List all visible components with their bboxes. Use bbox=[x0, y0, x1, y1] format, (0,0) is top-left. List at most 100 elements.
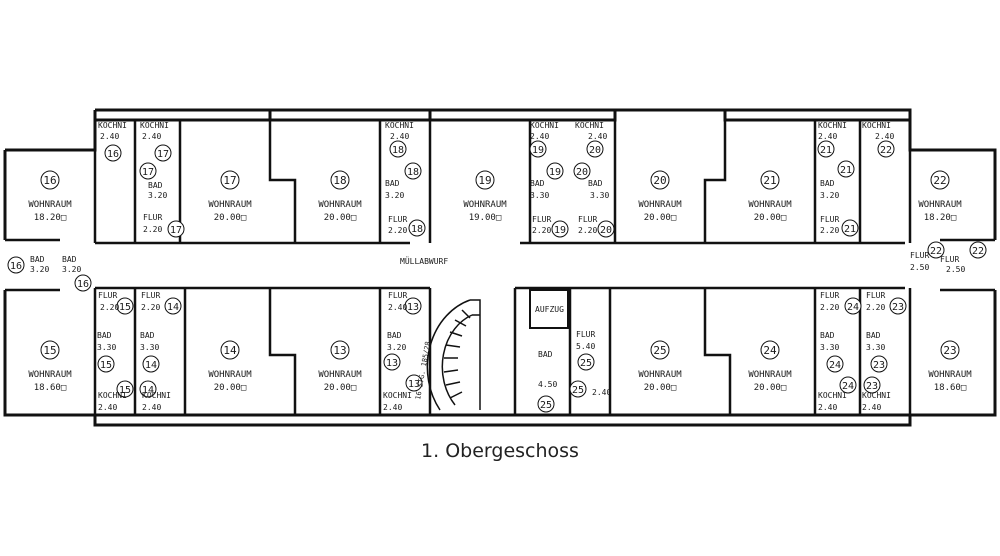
unit-marker: 14 bbox=[139, 380, 157, 398]
svg-text:17: 17 bbox=[157, 149, 169, 160]
service-label: 3.20 bbox=[62, 265, 81, 274]
svg-text:13: 13 bbox=[408, 379, 420, 390]
svg-text:21: 21 bbox=[840, 165, 852, 176]
unit-marker: 18 bbox=[404, 162, 422, 180]
service-label: 2.40 bbox=[100, 132, 119, 141]
service-label: KOCHNI bbox=[862, 121, 891, 130]
service-label: 3.30 bbox=[866, 343, 885, 352]
svg-text:25: 25 bbox=[572, 385, 584, 396]
unit-marker: 24 bbox=[839, 376, 857, 394]
room-label: WOHNRAUM bbox=[318, 370, 362, 380]
room-label: WOHNRAUM bbox=[28, 370, 72, 380]
room-area: 20.00□ bbox=[214, 383, 247, 393]
room-area: 20.00□ bbox=[324, 213, 357, 223]
corridor-walls bbox=[5, 238, 995, 292]
unit-marker: 24 bbox=[826, 355, 844, 373]
svg-text:16: 16 bbox=[10, 261, 22, 272]
room-area: 19.00□ bbox=[469, 213, 502, 223]
service-label: 3.30 bbox=[820, 343, 839, 352]
unit-marker: 25 bbox=[537, 395, 555, 413]
service-label: 3.30 bbox=[140, 343, 159, 352]
service-label: FLUR bbox=[820, 291, 839, 300]
svg-text:18: 18 bbox=[407, 167, 419, 178]
service-label: BAD bbox=[97, 331, 112, 340]
unit-marker: 20 bbox=[586, 140, 604, 158]
service-label: BAD bbox=[140, 331, 155, 340]
room-label: WOHNRAUM bbox=[748, 200, 792, 210]
svg-text:20: 20 bbox=[576, 167, 588, 178]
service-label: KOCHNI bbox=[383, 391, 412, 400]
service-label: FLUR bbox=[141, 291, 160, 300]
service-label: KOCHNI bbox=[818, 121, 847, 130]
unit-marker: 13 bbox=[383, 353, 401, 371]
unit-circle bbox=[330, 170, 350, 190]
service-label: 4.50 bbox=[538, 380, 557, 389]
service-label: 2.40 bbox=[383, 403, 402, 412]
svg-text:22: 22 bbox=[972, 246, 984, 257]
service-label: 2.40 bbox=[98, 403, 117, 412]
unit-circle bbox=[40, 170, 60, 190]
unit-circle bbox=[650, 340, 670, 360]
unit-marker: 13 bbox=[405, 374, 423, 392]
svg-text:20: 20 bbox=[589, 145, 601, 156]
service-label: KOCHNI bbox=[142, 391, 171, 400]
elevator-label: AUFZUG bbox=[535, 305, 564, 314]
unit-number: 18 bbox=[333, 174, 346, 187]
unit-number: 14 bbox=[223, 344, 237, 357]
unit-marker: 17 bbox=[154, 144, 172, 162]
service-label: FLUR bbox=[532, 215, 551, 224]
service-label: 2.40 bbox=[875, 132, 894, 141]
room-label: WOHNRAUM bbox=[918, 200, 962, 210]
svg-text:24: 24 bbox=[847, 302, 859, 313]
unit-marker: 18 bbox=[408, 219, 426, 237]
service-label: KOCHNI bbox=[530, 121, 559, 130]
svg-text:16: 16 bbox=[77, 279, 89, 290]
unit-number: 24 bbox=[763, 344, 777, 357]
room-area: 20.00□ bbox=[214, 213, 247, 223]
svg-text:18: 18 bbox=[392, 145, 404, 156]
service-label: 2.40 bbox=[142, 403, 161, 412]
room-label: WOHNRAUM bbox=[748, 370, 792, 380]
service-label: KOCHNI bbox=[98, 391, 127, 400]
unit-number: 19 bbox=[478, 174, 491, 187]
unit-marker: 22 bbox=[927, 241, 945, 259]
svg-text:20: 20 bbox=[600, 225, 612, 236]
unit-marker: 25 bbox=[577, 353, 595, 371]
service-label: FLUR bbox=[98, 291, 117, 300]
unit-circle bbox=[40, 340, 60, 360]
unit-number: 16 bbox=[43, 174, 56, 187]
service-label: 2.40 bbox=[388, 303, 407, 312]
service-label: KOCHNI bbox=[385, 121, 414, 130]
unit-number: 22 bbox=[933, 174, 946, 187]
service-label: 3.20 bbox=[385, 191, 404, 200]
small-labels-layer: KOCHNI2.40KOCHNI2.40KOCHNI2.40KOCHNI2.40… bbox=[30, 121, 965, 412]
service-label: FLUR bbox=[866, 291, 885, 300]
unit-marker: 14 bbox=[142, 355, 160, 373]
service-label: 2.40 bbox=[530, 132, 549, 141]
service-label: 2.20 bbox=[578, 226, 597, 235]
svg-text:17: 17 bbox=[142, 167, 154, 178]
unit-circle bbox=[650, 170, 670, 190]
svg-text:21: 21 bbox=[820, 145, 832, 156]
unit-number: 15 bbox=[43, 344, 56, 357]
svg-text:19: 19 bbox=[532, 145, 544, 156]
room-area: 18.20□ bbox=[34, 213, 67, 223]
unit-circle bbox=[330, 340, 350, 360]
unit-marker: 19 bbox=[546, 162, 564, 180]
unit-marker: 15 bbox=[116, 297, 134, 315]
unit-marker: 17 bbox=[139, 162, 157, 180]
svg-text:23: 23 bbox=[866, 381, 878, 392]
service-label: 2.20 bbox=[820, 303, 839, 312]
unit-marker: 23 bbox=[863, 376, 881, 394]
svg-text:14: 14 bbox=[167, 302, 179, 313]
unit-marker: 13 bbox=[404, 297, 422, 315]
unit-circle bbox=[220, 170, 240, 190]
room-label: WOHNRAUM bbox=[28, 200, 72, 210]
room-label: WOHNRAUM bbox=[208, 200, 252, 210]
room-area: 20.00□ bbox=[754, 383, 787, 393]
